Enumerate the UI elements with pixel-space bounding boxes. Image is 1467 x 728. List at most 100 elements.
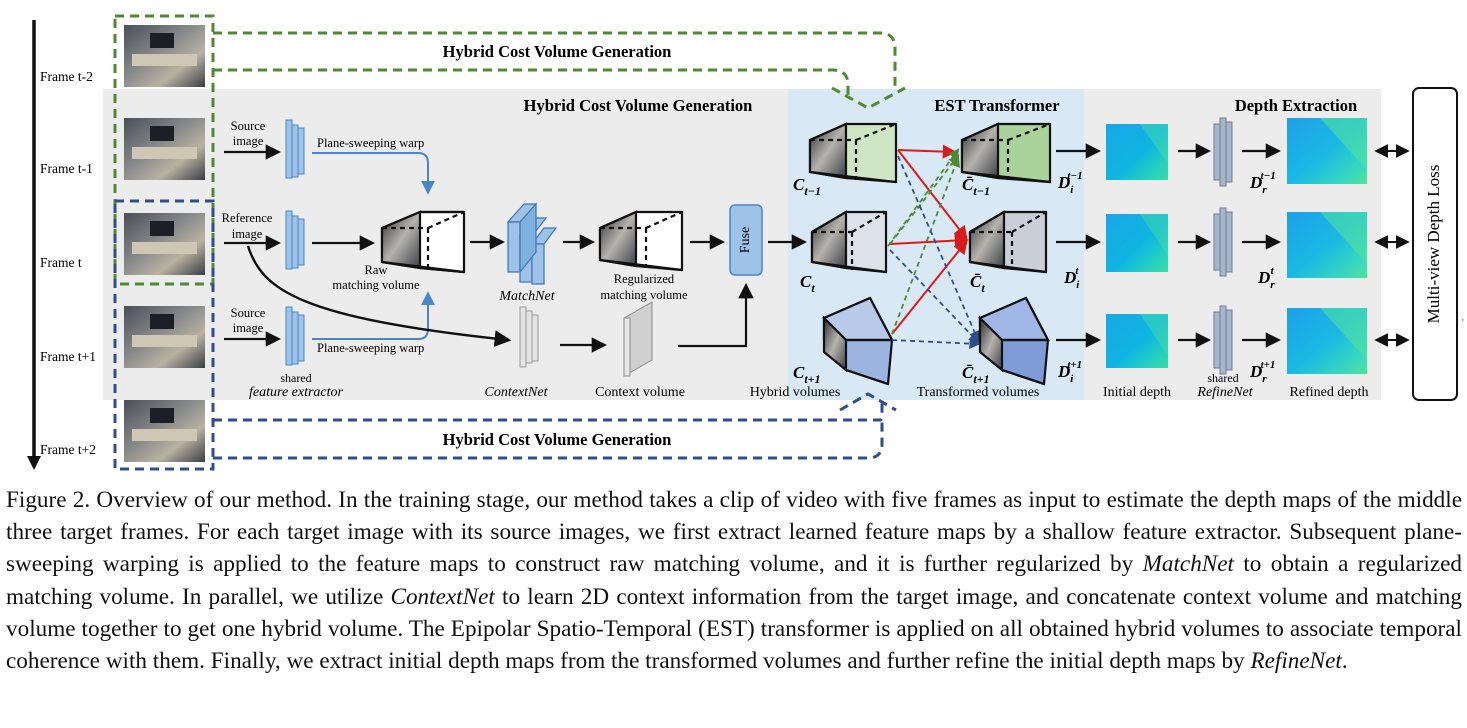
caption-italic-term: RefineNet [1250, 648, 1342, 675]
symbol-di-cur: Dit [1063, 265, 1080, 291]
regularized-volume-label: Regularized [614, 272, 675, 286]
fuse-label: Fuse [738, 227, 753, 253]
transformed-volume-cur [968, 210, 1048, 274]
blue-merge-arrowhead [839, 392, 897, 412]
regularized-volume-label: matching volume [600, 288, 688, 302]
context-volume [623, 301, 653, 377]
initial-depth-map [1106, 124, 1168, 180]
feature-extractors [285, 119, 305, 366]
method-overview-figure: Frame t-2 Frame t-1 Frame t Frame t+1 Fr… [27, 14, 1464, 471]
caption-text: to obtain a regularized matching volume.… [6, 551, 1462, 610]
initial-depth-label: Initial depth [1103, 385, 1171, 400]
symbol-dr-cur: Drt [1257, 265, 1275, 291]
symbol-cbar-cur: C̄t [970, 272, 985, 295]
section-title-est: EST Transformer [934, 96, 1059, 115]
symbol-cbar-prev: C̄t−1 [962, 175, 990, 198]
symbol-dr-next: Drt+1 [1249, 359, 1275, 385]
symbol-dr-prev: Drt−1 [1249, 170, 1276, 196]
contextnet-label: ContextNet [485, 385, 549, 400]
transformed-volume-prev [960, 122, 1052, 184]
feature-extractor-label: feature extractor [249, 385, 344, 400]
frame-image [124, 118, 205, 180]
plane-warp-label: Plane-sweeping warp [317, 341, 424, 355]
frame-thumbnails [124, 25, 205, 462]
refined-depth-map [1287, 308, 1367, 374]
section-title-depth: Depth Extraction [1235, 96, 1357, 115]
plane-warp-arrow [312, 152, 435, 195]
multi-view-loss-label: Multi-view Depth Loss [1424, 165, 1443, 324]
symbol-c-next: Ct+1 [793, 363, 821, 386]
section-title-top: Hybrid Cost Volume Generation [443, 42, 672, 61]
hybrid-volume-cur [810, 210, 888, 274]
hybrid-volumes-label: Hybrid volumes [750, 385, 841, 400]
source-image-label: image [233, 321, 264, 335]
section-title-hybrid: Hybrid Cost Volume Generation [524, 96, 753, 115]
frame-image [124, 25, 205, 87]
frame-label: Frame t+1 [40, 349, 96, 364]
source-image-label: image [233, 134, 264, 148]
frame-label: Frame t-1 [40, 161, 93, 176]
hybrid-volume-next [822, 296, 894, 386]
frame-label: Frame t+2 [40, 442, 96, 457]
context-path-arrow [246, 245, 512, 347]
transformed-volumes-label: Transformed volumes [917, 385, 1040, 400]
fuse-block [729, 204, 763, 276]
contextnet-block [519, 306, 539, 368]
initial-depth-map [1106, 214, 1168, 272]
est-green-connections [887, 148, 961, 335]
frame-image [124, 213, 205, 275]
raw-volume-label: matching volume [332, 278, 420, 292]
transformed-volume-next [978, 296, 1050, 386]
raw-volume-label: Raw [365, 263, 388, 277]
frame-image [124, 400, 205, 462]
blue-dashed-group [113, 199, 884, 471]
feature-extractor-block [285, 306, 305, 366]
refinenet-block [1213, 305, 1233, 375]
refined-depth-label: Refined depth [1290, 385, 1369, 400]
hybrid-volume-prev [808, 122, 898, 184]
shared-label: shared [280, 371, 311, 385]
frame-label: Frame t [40, 255, 82, 270]
matchnet-label: MatchNet [498, 289, 555, 304]
source-image-label: Source [231, 306, 266, 320]
caption-italic-term: ContextNet [390, 583, 495, 610]
stray-mark: ' [1462, 318, 1464, 329]
regularized-matching-volume [598, 210, 684, 272]
symbol-di-next: Dit+1 [1057, 359, 1082, 385]
refined-depth-maps [1287, 118, 1367, 374]
figure-caption: Figure 2. Overview of our method. In the… [6, 484, 1462, 677]
initial-depth-map [1106, 314, 1168, 368]
est-red-connections [889, 144, 969, 335]
frame-image [124, 306, 205, 368]
refinenet-block [1213, 207, 1233, 277]
refined-depth-map [1287, 118, 1367, 184]
matchnet-block [506, 202, 558, 285]
context-to-fuse-arrow [678, 282, 754, 348]
green-dashed-group [113, 14, 897, 286]
context-volume-label: Context volume [595, 385, 685, 400]
source-image-label: Source [231, 119, 266, 133]
multi-view-loss-box [1412, 87, 1458, 401]
initial-depth-maps [1106, 124, 1168, 368]
refinenet-label: RefineNet [1196, 385, 1253, 400]
feature-extractor-block [285, 119, 305, 179]
symbol-cbar-next: C̄t+1 [962, 363, 990, 386]
plane-warp-label: Plane-sweeping warp [317, 136, 424, 150]
caption-text: . [1341, 648, 1348, 675]
symbol-c-prev: Ct−1 [793, 175, 821, 198]
frame-labels: Frame t-2 Frame t-1 Frame t Frame t+1 Fr… [40, 69, 96, 457]
frame-label: Frame t-2 [40, 69, 93, 84]
caption-text: to learn 2D context information from the… [6, 583, 1462, 675]
reference-image-label: image [232, 227, 263, 241]
caption-italic-term: MatchNet [1142, 551, 1234, 578]
feature-extractor-block [285, 210, 305, 270]
reference-image-label: Reference [222, 211, 273, 225]
symbol-di-prev: Dit−1 [1057, 170, 1083, 196]
refinenet-block [1213, 117, 1233, 187]
shared-label: shared [1207, 371, 1238, 385]
refinenet-blocks [1213, 117, 1233, 375]
symbol-c-cur: Ct [800, 272, 815, 295]
refined-depth-map [1287, 212, 1367, 278]
est-blue-connections [889, 155, 981, 349]
raw-matching-volume [380, 210, 466, 274]
